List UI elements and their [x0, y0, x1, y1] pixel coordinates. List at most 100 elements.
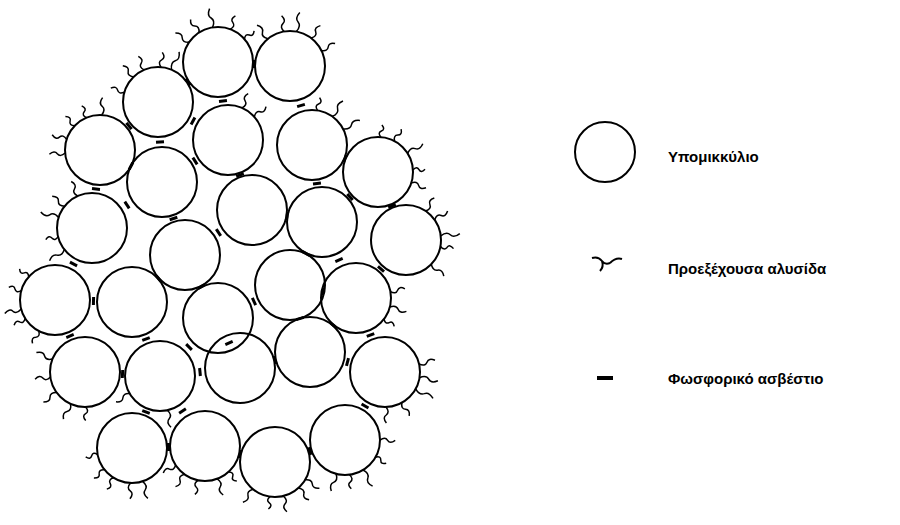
protruding-chain — [71, 182, 78, 197]
submicelle — [240, 427, 310, 497]
calcium-phosphate — [125, 202, 129, 209]
calcium-phosphate — [343, 155, 346, 162]
calcium-phosphate — [142, 338, 149, 341]
protruding-chain — [43, 392, 56, 402]
protruding-chain — [171, 52, 179, 70]
protruding-chain — [332, 101, 343, 116]
calcium-phosphate — [198, 285, 205, 289]
protruding-chain — [36, 352, 52, 359]
protruding-chain — [245, 31, 255, 39]
calcium-phosphate — [252, 60, 255, 68]
legend-label: Υπομικκύλιο — [668, 148, 759, 166]
calcium-phosphate — [388, 204, 395, 207]
protruding-chain — [435, 211, 448, 220]
protruding-chain — [394, 129, 401, 141]
protruding-chain — [128, 483, 132, 499]
protruding-chain — [49, 152, 65, 155]
chain-symbol — [592, 257, 622, 271]
protruding-chain — [9, 286, 21, 292]
submicelle — [255, 31, 325, 101]
protruding-chain — [311, 26, 320, 38]
protruding-chain — [305, 480, 319, 489]
submicelle-symbol — [575, 122, 635, 182]
submicelle — [97, 413, 167, 483]
protruding-chain — [163, 465, 175, 473]
protruding-chain — [384, 319, 394, 327]
protruding-chain — [426, 198, 435, 211]
protruding-chain — [413, 168, 425, 172]
calcium-phosphate — [191, 117, 195, 124]
calcium-phosphate — [129, 162, 133, 169]
protruding-chain — [217, 479, 223, 495]
protruding-chain — [281, 16, 284, 32]
protruding-chain — [376, 457, 387, 464]
calcium-phosphate — [297, 104, 305, 106]
micelle-cluster — [5, 9, 460, 512]
calcium-phosphate — [126, 123, 131, 129]
calcium-phosphate — [335, 258, 342, 261]
submicelle — [277, 110, 347, 180]
calcium-phosphate — [186, 344, 192, 350]
protruding-chain — [123, 66, 134, 77]
protruding-chain — [440, 246, 453, 249]
calcium-phosphate — [330, 322, 336, 327]
submicelle — [50, 337, 120, 407]
legend-label: Φωσφορικό ασβέστιο — [668, 370, 823, 388]
protruding-chain — [107, 478, 114, 489]
protruding-chain — [349, 475, 352, 489]
protruding-chain — [379, 125, 383, 137]
protruding-chain — [363, 470, 373, 486]
submicelle — [127, 147, 197, 217]
protruding-chain — [298, 488, 309, 500]
protruding-chain — [175, 33, 189, 42]
protruding-chain — [390, 288, 405, 293]
calcium-phosphate — [170, 217, 178, 219]
protruding-chain — [116, 394, 130, 402]
calcium-phosphate — [156, 276, 161, 282]
calcium-phosphate — [92, 187, 100, 191]
calcium-phosphate — [156, 140, 164, 143]
calcium-phosphate — [286, 212, 287, 220]
legend-symbols — [575, 122, 635, 378]
calcium-phosphate — [252, 298, 255, 305]
calcium-phosphate — [198, 368, 202, 376]
submicelle — [183, 27, 253, 97]
calcium-phosphate — [142, 411, 149, 414]
protruding-chain — [296, 12, 300, 31]
submicelle — [217, 175, 287, 245]
calcium-phosphate — [236, 174, 244, 177]
submicelle — [343, 137, 413, 207]
calcium-phosphate — [225, 341, 232, 344]
calcium-phosphate — [309, 447, 311, 455]
protruding-chain — [230, 16, 235, 29]
protruding-chain — [100, 98, 104, 115]
submicelle — [65, 115, 135, 185]
submicelle — [193, 105, 263, 175]
calcium-phosphate — [296, 317, 304, 319]
protruding-chain — [408, 144, 423, 154]
protruding-chain — [5, 309, 21, 313]
protruding-chain — [380, 438, 395, 442]
protruding-chain — [14, 318, 25, 325]
protruding-chain — [63, 404, 71, 419]
protruding-chain — [254, 107, 266, 117]
calcium-phosphate — [313, 183, 321, 184]
protruding-chain — [41, 212, 59, 218]
submicelle — [350, 337, 420, 407]
protruding-chain — [243, 489, 253, 502]
protruding-chain — [283, 496, 287, 512]
protruding-chain — [402, 403, 410, 416]
calcium-phosphate — [216, 229, 220, 236]
protruding-chain — [419, 359, 435, 365]
protruding-chain — [176, 474, 185, 486]
submicelle — [150, 220, 220, 290]
protruding-chain — [138, 56, 144, 70]
submicelle — [97, 267, 167, 337]
submicelle — [170, 411, 240, 481]
calcium-phosphate — [219, 100, 227, 101]
protruding-chain — [268, 497, 271, 509]
calcium-phosphate — [362, 404, 369, 408]
protruding-chain — [229, 472, 237, 481]
protruding-chain — [143, 481, 148, 498]
calcium-phosphate — [66, 334, 73, 337]
